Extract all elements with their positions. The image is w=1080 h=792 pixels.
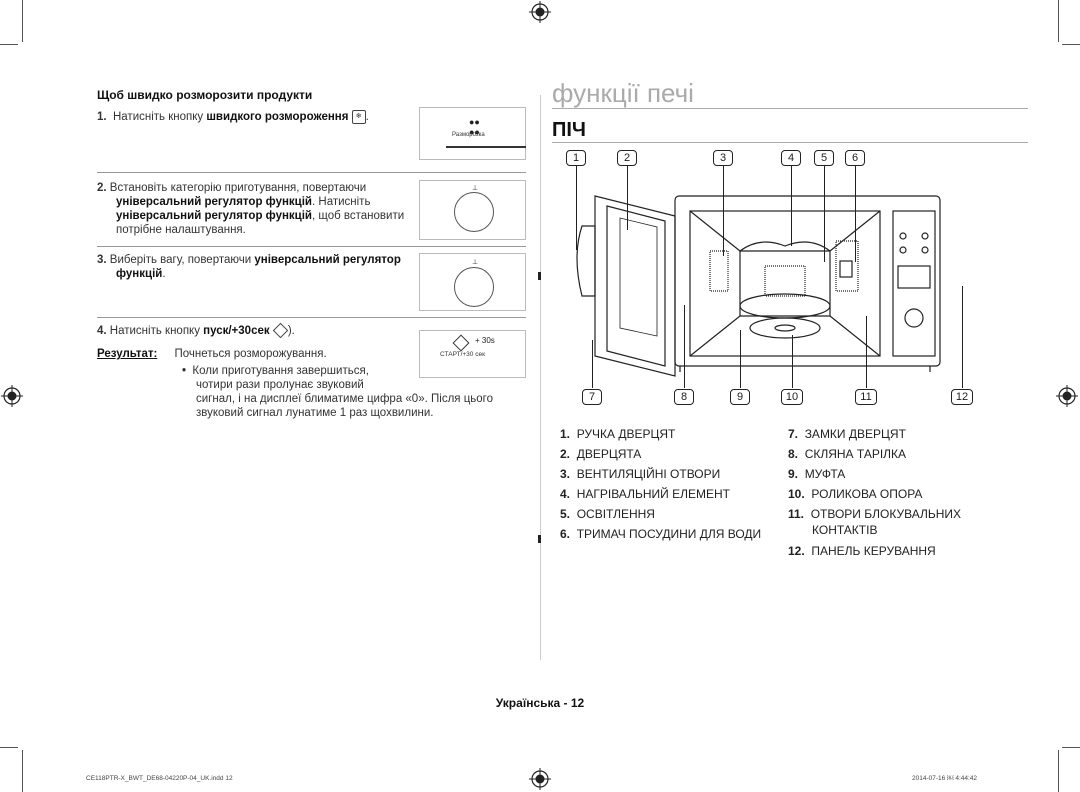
crop-mark [22, 0, 23, 42]
registration-mark-icon [1, 385, 23, 407]
crop-mark [1062, 44, 1080, 45]
column-divider [540, 95, 541, 660]
dial-panel-illustration: ⊥ [419, 253, 526, 311]
callout-12: 12 [951, 389, 973, 405]
start-label: СТАРТ/+30 сек [440, 351, 485, 358]
section-underline [552, 142, 1028, 143]
callout-2: 2 [617, 150, 637, 166]
callout-8: 8 [674, 389, 694, 405]
registration-mark-icon [529, 768, 551, 790]
crop-mark [0, 747, 18, 748]
callout-10: 10 [781, 389, 803, 405]
leader-line [855, 166, 856, 262]
leader-line [592, 340, 593, 388]
dial-panel-illustration: ⊥ [419, 180, 526, 240]
crop-mark [1058, 750, 1059, 792]
leader-line [684, 305, 685, 388]
legend-left: 1. РУЧКА ДВЕРЦЯТ 2. ДВЕРЦЯТА 3. ВЕНТИЛЯЦ… [560, 427, 761, 547]
callout-4: 4 [781, 150, 801, 166]
crop-mark [0, 44, 18, 45]
callout-5: 5 [814, 150, 834, 166]
section-title: ПІЧ [552, 119, 586, 141]
defrost-icon: ❄ [351, 110, 366, 124]
start-diamond-icon [452, 334, 470, 352]
step-2: 2. Встановіть категорію приготування, по… [97, 182, 405, 236]
legend-item: 7. ЗАМКИ ДВЕРЦЯТ [788, 427, 906, 441]
dial-mark-icon: ⊥ [472, 259, 479, 266]
start-plus-label: + 30s [475, 336, 495, 345]
leader-line [723, 166, 724, 256]
leader-line [627, 166, 628, 230]
legend-item: КОНТАКТІВ [812, 523, 878, 537]
legend-item: 12. ПАНЕЛЬ КЕРУВАННЯ [788, 544, 936, 558]
registration-mark-icon [1056, 385, 1078, 407]
leader-line [792, 335, 793, 388]
crop-mark [1058, 0, 1059, 42]
legend-item: 4. НАГРІВАЛЬНИЙ ЕЛЕМЕНТ [560, 487, 730, 501]
divider-tick [538, 535, 541, 543]
legend-right: 7. ЗАМКИ ДВЕРЦЯТ 8. СКЛЯНА ТАРІЛКА 9. МУ… [788, 427, 961, 564]
result-row: Результат: Почнеться розморожування. [97, 348, 327, 360]
title-underline [552, 108, 1028, 109]
divider [97, 172, 526, 173]
callout-6: 6 [845, 150, 865, 166]
legend-item: 6. ТРИМАЧ ПОСУДИНИ ДЛЯ ВОДИ [560, 527, 762, 541]
start-panel-illustration: + 30s СТАРТ/+30 сек [419, 330, 526, 378]
legend-item: 3. ВЕНТИЛЯЦІЙНІ ОТВОРИ [560, 467, 721, 481]
leader-line [866, 316, 867, 388]
legend-item: 1. РУЧКА ДВЕРЦЯТ [560, 427, 676, 441]
dial-mark-icon: ⊥ [472, 185, 479, 192]
page-number: Українська - 12 [495, 696, 585, 710]
defrost-label: Разморозка [452, 132, 485, 138]
step-4: 4. Натисніть кнопку пуск/+30сек ). [97, 323, 295, 339]
legend-item: 11. ОТВОРИ БЛОКУВАЛЬНИХ [788, 507, 962, 521]
multi-function-dial-icon [454, 192, 494, 232]
leader-line [740, 330, 741, 388]
step-1: 1. Натисніть кнопку швидкого розмороженн… [97, 110, 369, 124]
divider-tick [538, 272, 541, 280]
divider [97, 317, 526, 318]
result-bullet: • Коли приготування завершиться, чотири … [182, 365, 494, 419]
step-3: 3. Виберіть вагу, повертаючи універсальн… [97, 254, 401, 280]
leader-line [576, 166, 577, 250]
panel-line [446, 146, 526, 148]
callout-7: 7 [582, 389, 602, 405]
legend-item: 9. МУФТА [788, 467, 846, 481]
registration-mark-icon [529, 1, 551, 23]
callout-1: 1 [566, 150, 586, 166]
callout-3: 3 [713, 150, 733, 166]
leader-line [962, 286, 963, 388]
multi-function-dial-icon [454, 267, 494, 307]
legend-item: 5. ОСВІТЛЕННЯ [560, 507, 655, 521]
callout-11: 11 [855, 389, 877, 405]
crop-mark [22, 750, 23, 792]
crop-mark [1062, 747, 1080, 748]
start-icon [272, 323, 289, 339]
print-slug-left: CE118PTR-X_BWT_DE68-04220P-04_UK.indd 12 [86, 775, 233, 782]
defrost-symbol-icon: ●●●● [469, 117, 480, 137]
legend-item: 10. РОЛИКОВА ОПОРА [788, 487, 923, 501]
leader-line [791, 166, 792, 246]
legend-item: 2. ДВЕРЦЯТА [560, 447, 642, 461]
divider [97, 246, 526, 247]
chapter-title: функції печі [552, 78, 694, 108]
print-slug-right: 2014-07-16 ￼ 4:44:42 [912, 775, 978, 782]
leader-line [824, 166, 825, 262]
defrost-panel-illustration: ●●●● Разморозка [419, 107, 526, 160]
legend-item: 8. СКЛЯНА ТАРІЛКА [788, 447, 907, 461]
callout-9: 9 [730, 389, 750, 405]
oven-illustration [576, 195, 941, 377]
quick-defrost-heading: Щоб швидко розморозити продукти [97, 88, 313, 102]
